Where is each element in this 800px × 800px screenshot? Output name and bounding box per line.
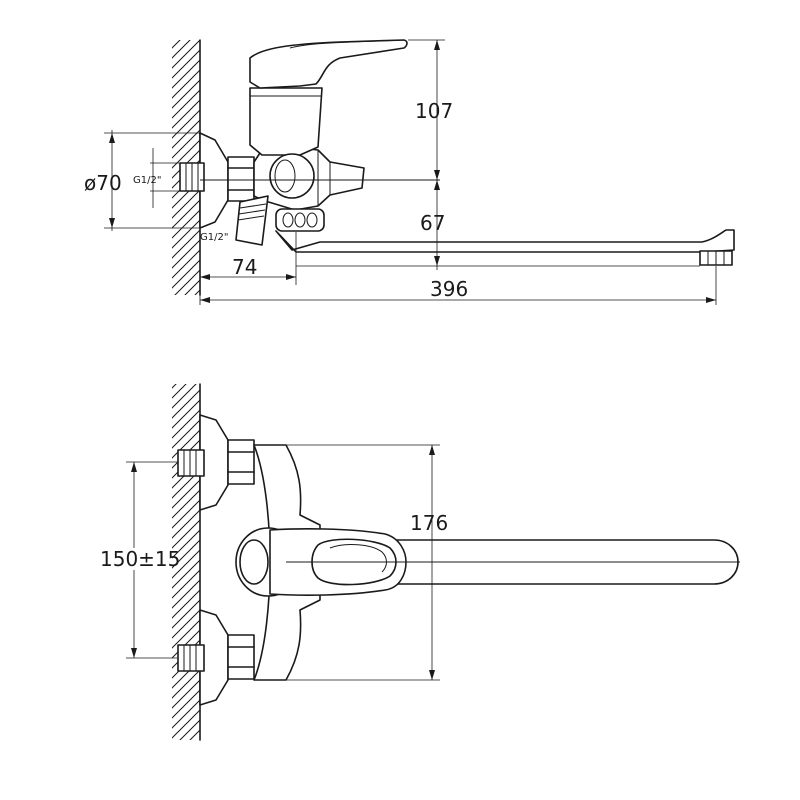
top-view: 176 150±15 — [98, 383, 740, 741]
dim-thread-upper: G1/2" — [133, 148, 180, 208]
inlet-lower — [177, 609, 255, 706]
dim-74-label: 74 — [232, 255, 257, 279]
dim-thread-lower-label: G1/2" — [200, 232, 228, 243]
spout-side — [275, 229, 735, 253]
dim-107: 107 — [408, 39, 453, 270]
dim-107-label: 107 — [415, 99, 453, 123]
dim-150-label: 150±15 — [100, 547, 180, 571]
dim-67-label: 67 — [420, 211, 445, 235]
dim-150: 150±15 — [98, 461, 180, 659]
inlet-upper — [177, 414, 255, 511]
wall-top — [172, 383, 201, 741]
swivel-ring — [275, 208, 325, 232]
shower-outlet — [235, 195, 269, 246]
side-view: 107 67 ø70 G1/2" G1/2" — [84, 39, 735, 305]
dim-74: 74 — [200, 232, 297, 285]
dim-176-label: 176 — [410, 511, 448, 535]
dim-396: 396 — [199, 266, 717, 305]
dim-67: 67 — [296, 180, 700, 267]
dim-396-label: 396 — [430, 277, 468, 301]
cartridge-housing — [249, 87, 323, 156]
handle-lever-side — [249, 39, 408, 89]
hex-nut-side — [227, 156, 255, 202]
dim-thread-upper-label: G1/2" — [133, 175, 161, 186]
dim-176: 176 — [286, 444, 448, 681]
dim-70: ø70 — [84, 130, 200, 231]
dim-70-label: ø70 — [84, 171, 122, 195]
